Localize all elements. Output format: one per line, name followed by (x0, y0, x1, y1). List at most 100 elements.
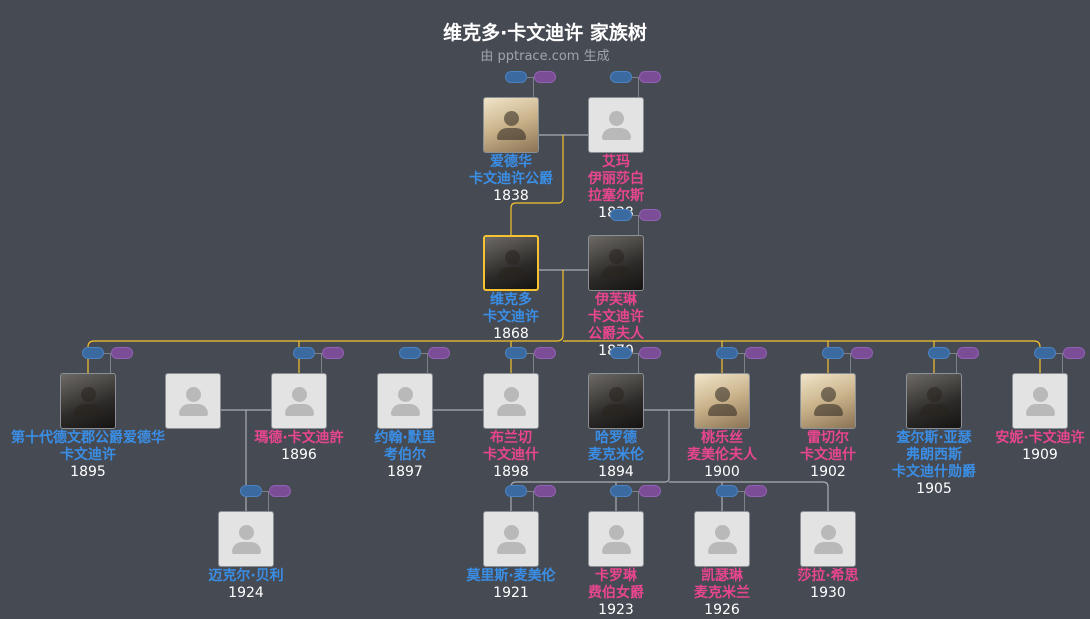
person-name-line: 哈罗德 (595, 430, 637, 446)
expand-spouse-button[interactable] (851, 347, 873, 359)
expand-parents-button[interactable] (610, 485, 632, 497)
expand-parents-button[interactable] (716, 347, 738, 359)
expand-spouse-button[interactable] (639, 347, 661, 359)
button-connector (632, 353, 639, 354)
expand-parents-button[interactable] (240, 485, 262, 497)
expand-spouse-button[interactable] (639, 71, 661, 83)
person-name-line: 约翰·默里 (374, 430, 436, 446)
avatar-placeholder-icon[interactable] (483, 373, 539, 429)
expand-parents-button[interactable] (1034, 347, 1056, 359)
avatar-head-icon (1033, 387, 1048, 402)
expand-parents-button[interactable] (610, 71, 632, 83)
expand-parents-button[interactable] (293, 347, 315, 359)
expand-parents-button[interactable] (82, 347, 104, 359)
expand-spouse-button[interactable] (322, 347, 344, 359)
avatar-placeholder-icon[interactable] (588, 511, 644, 567)
button-stem (638, 491, 639, 511)
avatar-body-icon (602, 266, 631, 278)
expand-buttons (610, 485, 670, 511)
expand-spouse-button[interactable] (111, 347, 133, 359)
expand-spouse-button[interactable] (428, 347, 450, 359)
portrait-photo[interactable] (588, 373, 644, 429)
expand-buttons (928, 347, 988, 373)
expand-parents-button[interactable] (610, 209, 632, 221)
avatar-body-icon (497, 404, 526, 416)
avatar-placeholder-icon[interactable] (218, 511, 274, 567)
avatar-placeholder-icon[interactable] (1012, 373, 1068, 429)
expand-parents-button[interactable] (505, 347, 527, 359)
avatar-body-icon (814, 404, 843, 416)
expand-parents-button[interactable] (928, 347, 950, 359)
button-connector (1056, 353, 1063, 354)
person-name[interactable]: 雷切尔卡文迪什 (718, 430, 938, 464)
avatar-body-icon (1026, 404, 1055, 416)
avatar-placeholder-icon[interactable] (165, 373, 221, 429)
expand-spouse-button[interactable] (534, 347, 556, 359)
person-name[interactable]: 卡罗琳费伯女爵 (506, 568, 726, 602)
portrait-photo[interactable] (906, 373, 962, 429)
expand-spouse-button[interactable] (639, 209, 661, 221)
avatar-head-icon (504, 111, 519, 126)
expand-spouse-button[interactable] (745, 485, 767, 497)
person-name[interactable]: 安妮·卡文迪许 (930, 430, 1090, 447)
expand-spouse-button[interactable] (1063, 347, 1085, 359)
expand-spouse-button[interactable] (957, 347, 979, 359)
descent-line-victor (510, 135, 564, 235)
birth-year: 1926 (704, 602, 740, 618)
person-name[interactable]: 第十代德文郡公爵爱德华卡文迪许 (0, 430, 198, 464)
portrait-photo[interactable] (694, 373, 750, 429)
avatar-body-icon (708, 542, 737, 554)
expand-parents-button[interactable] (505, 485, 527, 497)
expand-parents-button[interactable] (505, 71, 527, 83)
portrait-photo[interactable] (588, 235, 644, 291)
avatar-body-icon (602, 128, 631, 140)
person-name-line: 公爵夫人 (588, 326, 644, 342)
expand-spouse-button[interactable] (269, 485, 291, 497)
birth-year: 1921 (493, 585, 529, 601)
button-connector (421, 353, 428, 354)
person-name[interactable]: 布兰切卡文迪什 (401, 430, 621, 464)
person-name[interactable]: 伊芙琳卡文迪许公爵夫人 (506, 292, 726, 343)
person-name-line: 考伯尔 (384, 447, 426, 463)
person-name[interactable]: 查尔斯·亚瑟弗朗西斯卡文迪什勋爵 (824, 430, 1044, 481)
descent-line-children (563, 340, 1041, 373)
expand-parents-button[interactable] (716, 485, 738, 497)
person-name[interactable]: 迈克尔·贝利 (136, 568, 356, 585)
avatar-placeholder-icon[interactable] (483, 511, 539, 567)
expand-parents-button[interactable] (399, 347, 421, 359)
expand-parents-button[interactable] (610, 347, 632, 359)
person-name[interactable]: 维克多卡文迪许 (401, 292, 621, 326)
person-name[interactable]: 莎拉·希思 (718, 568, 938, 585)
person-name-line: 麦美伦夫人 (687, 447, 757, 463)
avatar-placeholder-icon[interactable] (800, 511, 856, 567)
person-name[interactable]: 莫里斯·麦美伦 (401, 568, 621, 585)
expand-spouse-button[interactable] (745, 347, 767, 359)
person-name-line: 安妮·卡文迪许 (995, 430, 1085, 446)
person-name-line: 卡罗琳 (595, 568, 637, 584)
expand-spouse-button[interactable] (639, 485, 661, 497)
person-name[interactable]: 哈罗德麦克米伦 (506, 430, 726, 464)
avatar-body-icon (391, 404, 420, 416)
avatar-placeholder-icon[interactable] (694, 511, 750, 567)
portrait-photo[interactable] (800, 373, 856, 429)
expand-spouse-button[interactable] (534, 71, 556, 83)
person-name[interactable]: 瑪德·卡文迪許 (189, 430, 409, 447)
person-name[interactable]: 爱德华卡文迪许公爵 (401, 154, 621, 188)
avatar-body-icon (74, 404, 103, 416)
portrait-photo[interactable] (483, 97, 539, 153)
avatar-head-icon (821, 387, 836, 402)
person-name[interactable]: 艾玛伊丽莎白拉塞尔斯 (506, 154, 726, 205)
person-name[interactable]: 桃乐丝麦美伦夫人 (612, 430, 832, 464)
birth-year: 1896 (281, 447, 317, 463)
avatar-placeholder-icon[interactable] (271, 373, 327, 429)
person-name[interactable]: 约翰·默里考伯尔 (295, 430, 515, 464)
person-name[interactable]: 凯瑟琳麦克米兰 (612, 568, 832, 602)
portrait-photo[interactable] (60, 373, 116, 429)
avatar-placeholder-icon[interactable] (377, 373, 433, 429)
expand-parents-button[interactable] (822, 347, 844, 359)
portrait-photo[interactable] (483, 235, 539, 291)
expand-spouse-button[interactable] (534, 485, 556, 497)
avatar-placeholder-icon[interactable] (588, 97, 644, 153)
birth-year: 1894 (598, 464, 634, 480)
